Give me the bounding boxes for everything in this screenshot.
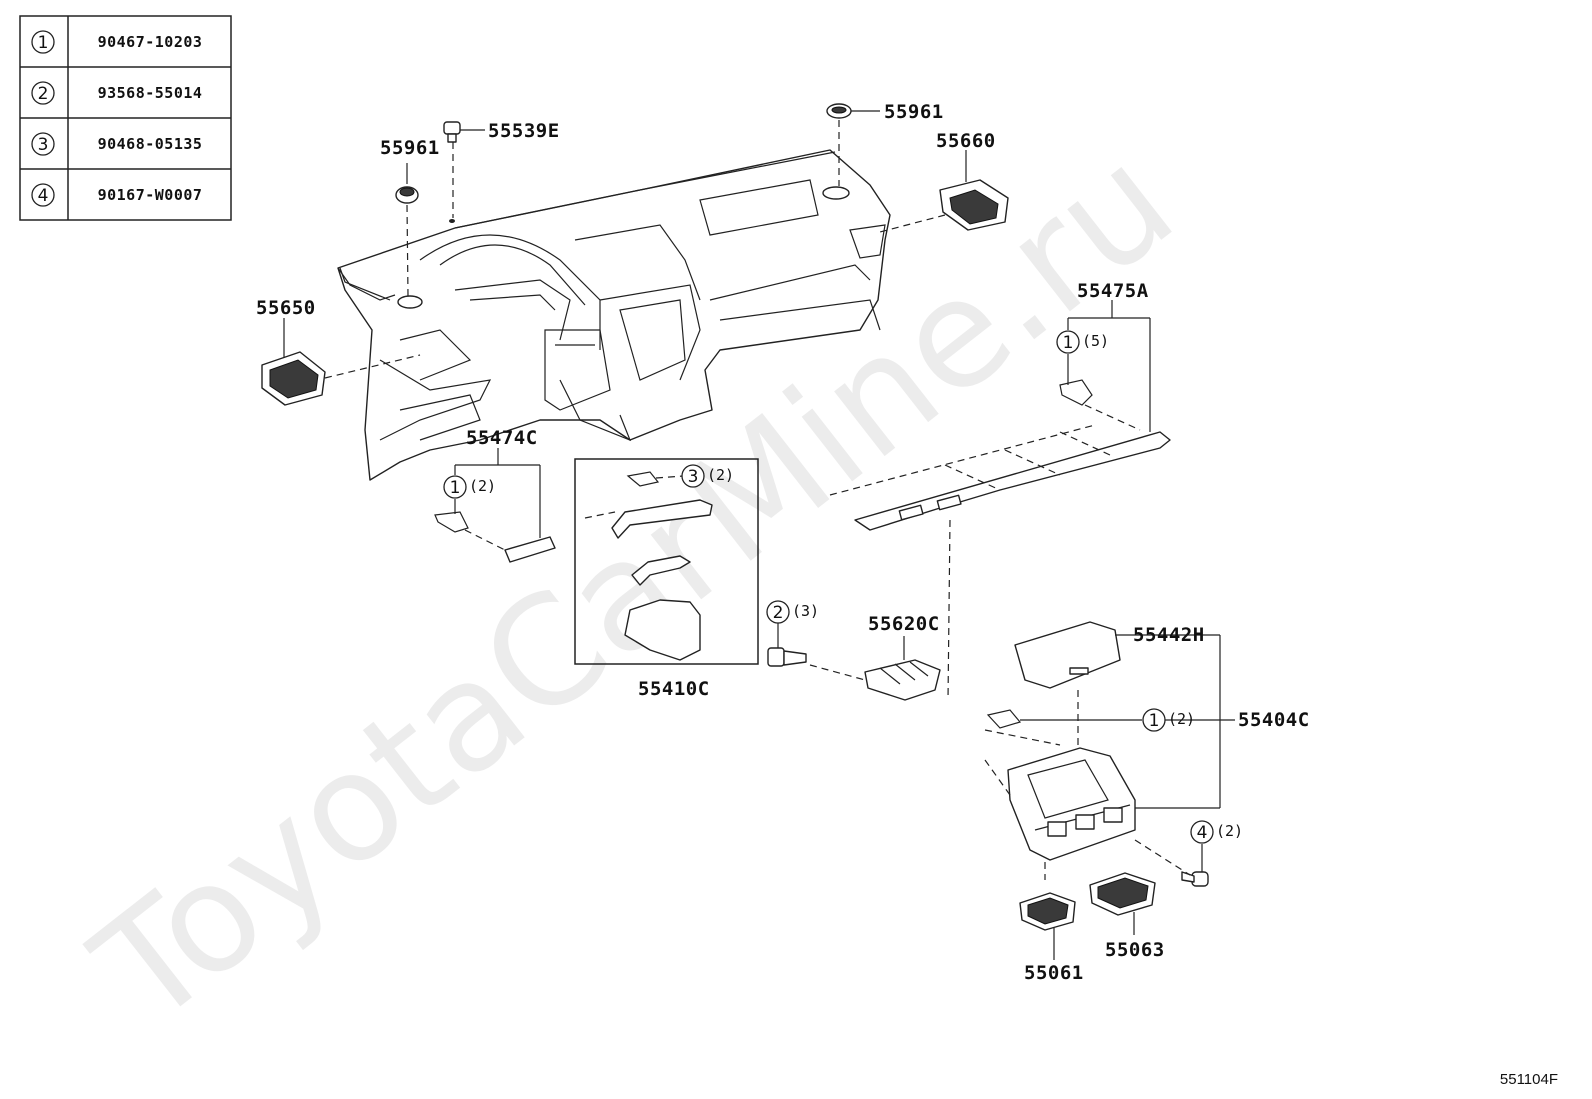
clip-55961-right: 55961 bbox=[826, 101, 944, 186]
label-55063: 55063 bbox=[1105, 939, 1165, 961]
instrument-panel bbox=[337, 149, 891, 481]
callout-55475A: 1 (5) bbox=[1056, 330, 1109, 354]
legend-num: 3 bbox=[38, 135, 49, 155]
callout-qty: (2) bbox=[707, 466, 734, 484]
vent-55061: 55061 bbox=[1019, 892, 1084, 984]
callout-num: 1 bbox=[450, 478, 461, 498]
callout-num: 4 bbox=[1197, 823, 1208, 843]
vent-55660: 55660 bbox=[879, 130, 1009, 233]
callout-num: 2 bbox=[773, 603, 784, 623]
lid-55442H: 55442H bbox=[1014, 621, 1220, 752]
callout-qty: (2) bbox=[1216, 822, 1243, 840]
label-55474C: 55474C bbox=[466, 427, 538, 449]
callout-qty: (3) bbox=[792, 602, 819, 620]
callout-num: 3 bbox=[688, 467, 699, 487]
console-55404C: 55404C bbox=[984, 635, 1310, 880]
trim-55474C: 55474C bbox=[434, 427, 556, 563]
label-55660: 55660 bbox=[936, 130, 996, 152]
legend-part: 90467-10203 bbox=[98, 33, 203, 51]
legend-num: 4 bbox=[38, 186, 49, 206]
legend-part: 90468-05135 bbox=[98, 135, 203, 153]
callout-qty: (5) bbox=[1082, 332, 1109, 350]
bracket-55620C: 55620C bbox=[809, 613, 941, 701]
label-55650: 55650 bbox=[256, 297, 316, 319]
label-55475A: 55475A bbox=[1077, 280, 1149, 302]
screw-90167 bbox=[1134, 839, 1209, 887]
callout-qty: (2) bbox=[469, 477, 496, 495]
diagram-code: 551104F bbox=[1500, 1071, 1558, 1088]
legend-row-1: 1 90467-10203 bbox=[31, 30, 203, 54]
callout-num: 1 bbox=[1149, 711, 1160, 731]
callout-screw: 4 (2) bbox=[1190, 820, 1243, 844]
callout-55404C: 1 (2) bbox=[1142, 708, 1195, 732]
callout-55620C: 2 (3) bbox=[766, 600, 819, 624]
legend-row-2: 2 93568-55014 bbox=[31, 81, 203, 105]
label-55410C: 55410C bbox=[638, 678, 710, 700]
bolt-93568 bbox=[767, 622, 807, 667]
label-55442H: 55442H bbox=[1133, 624, 1205, 646]
callout-55474C: 1 (2) bbox=[443, 475, 496, 499]
clip-55539E: 55539E bbox=[443, 120, 560, 218]
label-55961-right: 55961 bbox=[884, 101, 944, 123]
assembly-55410C: 55410C bbox=[574, 458, 759, 700]
clip-55961-left: 55961 bbox=[380, 137, 440, 297]
legend-num: 2 bbox=[38, 84, 49, 104]
vent-55650: 55650 bbox=[256, 297, 421, 406]
legend-row-3: 3 90468-05135 bbox=[31, 132, 203, 156]
vent-55063: 55063 bbox=[1089, 872, 1165, 961]
legend-part: 90167-W0007 bbox=[98, 186, 203, 204]
legend-num: 1 bbox=[38, 33, 49, 53]
label-55404C: 55404C bbox=[1238, 709, 1310, 731]
legend-row-4: 4 90167-W0007 bbox=[31, 183, 203, 207]
label-55539E: 55539E bbox=[488, 120, 560, 142]
callout-num: 1 bbox=[1063, 333, 1074, 353]
callout-qty: (2) bbox=[1168, 710, 1195, 728]
label-55620C: 55620C bbox=[868, 613, 940, 635]
legend-part: 93568-55014 bbox=[98, 84, 203, 102]
trim-55475A: 55475A bbox=[829, 280, 1171, 701]
callout-55410C: 3 (2) bbox=[681, 464, 734, 488]
label-55961-left: 55961 bbox=[380, 137, 440, 159]
legend-table: 1 90467-10203 2 93568-55014 3 90468-0513… bbox=[19, 15, 232, 221]
label-55061: 55061 bbox=[1024, 962, 1084, 984]
